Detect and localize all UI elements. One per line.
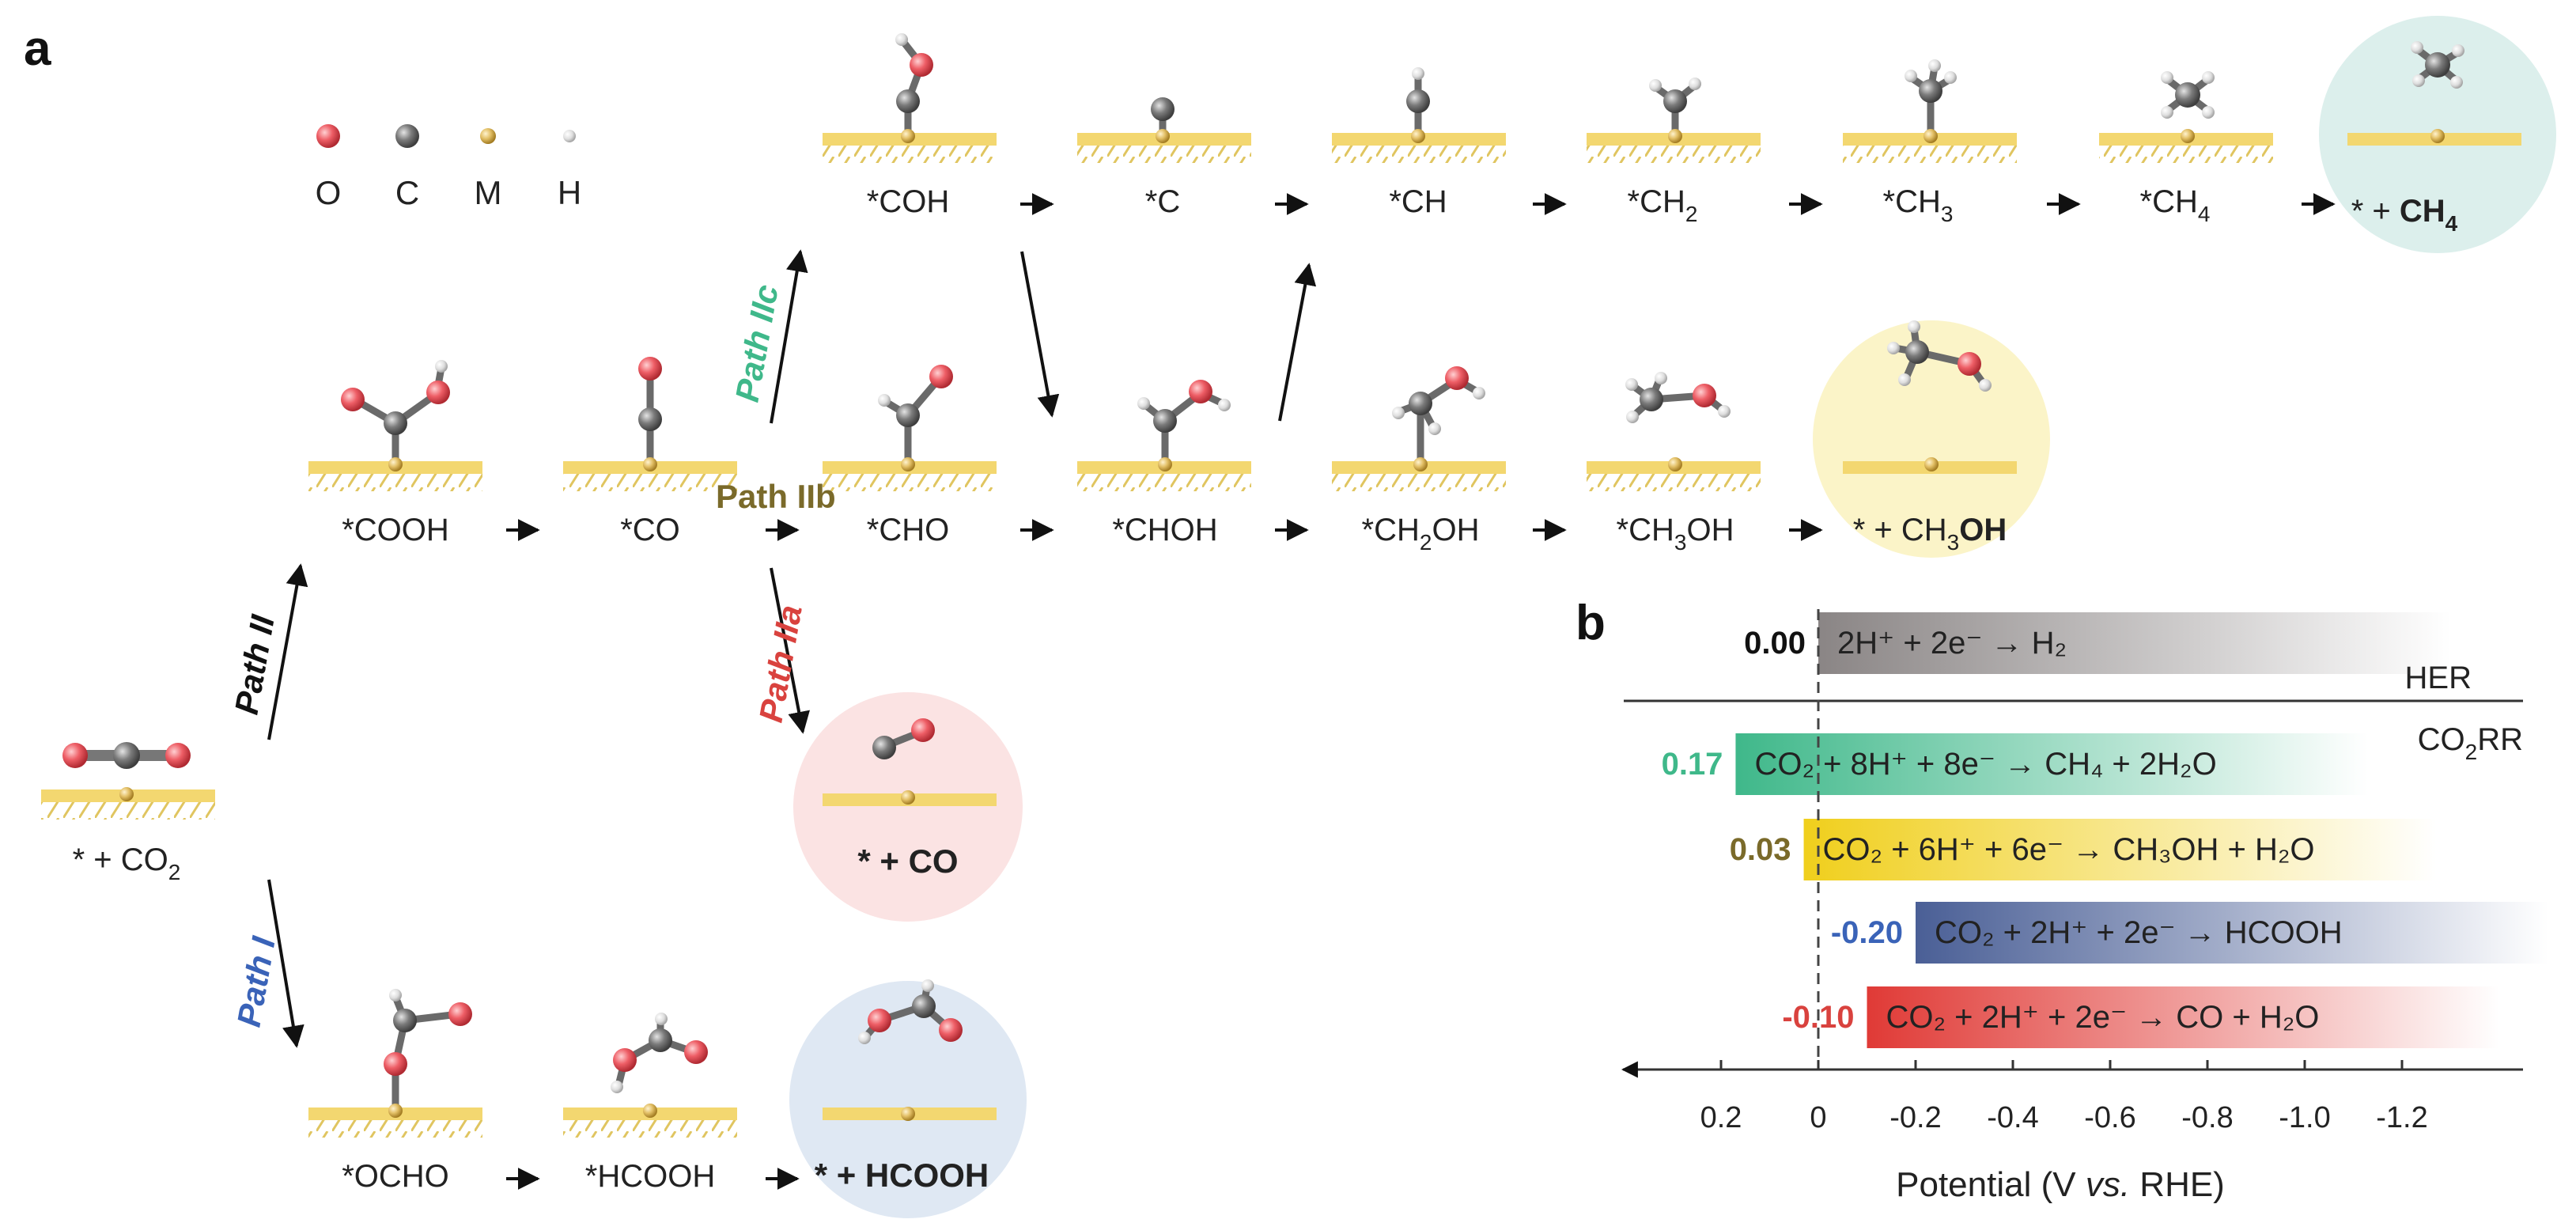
path-iia-label: Path IIa (752, 602, 809, 725)
label-c: *C (1145, 184, 1180, 219)
reaction-bar (1916, 902, 2548, 964)
reaction-equation: CO₂ + 6H⁺ + 6e⁻ → CH₃OH + H₂O (1823, 832, 2315, 867)
legend-M: M (475, 174, 502, 211)
co-product-glow (793, 692, 1023, 922)
x-tick-label: -0.6 (2084, 1101, 2135, 1134)
label-ch4: *CH4 (2140, 184, 2211, 226)
label-co2-start: * + CO2 (73, 842, 181, 884)
reaction-bar (1735, 733, 2369, 795)
mol-ch (1406, 67, 1430, 143)
label-hcooh: *HCOOH (585, 1159, 715, 1194)
arrow-path-iia (770, 567, 810, 734)
mol-c (1151, 97, 1175, 143)
mol-cho (878, 365, 953, 471)
molecules (62, 33, 2464, 1121)
x-tick-label: 0 (1810, 1101, 1826, 1134)
surface-hcooh (563, 1108, 737, 1138)
surface-ch (1332, 133, 1506, 163)
species-labels: *COH *C *CH *CH2 *CH3 *CH4 * + CH4 *COOH… (73, 184, 2458, 1194)
panel-b-letter: b (1575, 596, 1606, 650)
co2rr-label: CO2RR (2418, 722, 2523, 764)
mol-ch2 (1649, 78, 1701, 143)
mol-ch3oh-free (1887, 320, 1992, 471)
mol-ocho (384, 989, 472, 1118)
reaction-bar (1803, 819, 2437, 880)
reaction-equation: CO₂ + 2H⁺ + 2e⁻ → HCOOH (1935, 915, 2343, 950)
mol-ch4 (2161, 71, 2215, 143)
reaction-equation: CO₂ + 2H⁺ + 2e⁻ → CO + H₂O (1886, 1000, 2320, 1035)
label-co: *CO (620, 513, 680, 547)
label-ch2oh: *CH2OH (1362, 513, 1480, 555)
x-tick-label: -0.8 (2181, 1101, 2233, 1134)
axis-title: Potential (V vs. RHE) (1896, 1165, 2225, 1204)
arrow-path-ii (267, 563, 308, 740)
mol-co (638, 357, 662, 471)
mol-ch4-free (2411, 41, 2464, 143)
x-tick-label: -1.0 (2279, 1101, 2330, 1134)
legend-O: O (316, 174, 342, 211)
label-ch3oh-product: * + CH3OH (1853, 513, 2007, 555)
mol-ch3oh (1625, 372, 1731, 471)
surface-cooh (308, 461, 482, 491)
path-iib-label: Path IIb (716, 478, 836, 515)
mol-hcooh-free (858, 979, 963, 1121)
mol-hcooh (611, 1013, 708, 1118)
label-cooh: *COOH (342, 513, 449, 547)
mol-choh (1137, 380, 1231, 471)
arrow-choh-ch (1278, 263, 1317, 422)
reaction-potential-value: 0.03 (1730, 832, 1791, 867)
mol-ch3 (1905, 59, 1957, 143)
oxygen-atom-icon (316, 124, 340, 148)
hydrogen-atom-icon (563, 130, 576, 142)
legend-C: C (395, 174, 419, 211)
reaction-equation: CO₂ + 8H⁺ + 8e⁻ → CH₄ + 2H₂O (1754, 747, 2216, 782)
legend-H: H (558, 174, 581, 211)
reaction-bar (1818, 612, 2451, 674)
label-cho: *CHO (867, 513, 949, 547)
label-coh: *COH (867, 184, 949, 219)
reaction-potential-value: 0.00 (1744, 626, 1806, 661)
arrow-path-iic (770, 249, 808, 424)
axis-ticks: 0.2 0 -0.2 -0.4 -0.6 -0.8 -1.0 -1.2 (1700, 1060, 2428, 1134)
hcooh-product-glow (789, 981, 1027, 1218)
label-ch: *CH (1389, 184, 1447, 219)
x-tick-label: 0.2 (1700, 1101, 1742, 1134)
reaction-bar (1867, 986, 2500, 1048)
label-ocho: *OCHO (342, 1159, 449, 1194)
reaction-arrows (267, 193, 2336, 1190)
mol-co-free (872, 718, 935, 805)
label-ch3oh: *CH3OH (1617, 513, 1734, 555)
mol-cooh (341, 360, 450, 471)
reaction-potential-value: -0.20 (1831, 915, 1903, 950)
label-hcooh-product: * + HCOOH (815, 1157, 989, 1194)
reaction-potential-value: 0.17 (1662, 747, 1723, 782)
x-tick-label: -0.4 (1987, 1101, 2038, 1134)
mol-ch2oh (1392, 366, 1485, 471)
label-ch4-product: * + CH4 (2351, 194, 2458, 236)
panel-a-letter: a (24, 21, 51, 76)
label-choh: *CHOH (1112, 513, 1217, 547)
label-ch2: *CH2 (1628, 184, 1698, 226)
arrow-path-i (267, 879, 305, 1048)
x-tick-label: -0.2 (1889, 1101, 1941, 1134)
x-tick-label: -1.2 (2376, 1101, 2427, 1134)
path-labels: Path II Path I Path IIc Path IIa Path II… (228, 282, 836, 1029)
carbon-atom-icon (395, 124, 419, 148)
ch3oh-product-glow (1813, 320, 2050, 558)
arrow-coh-choh (1020, 251, 1060, 418)
path-i-label: Path I (230, 933, 282, 1029)
reaction-equation: 2H⁺ + 2e⁻ → H₂ (1837, 626, 2067, 661)
metal-atom-icon (480, 128, 496, 144)
atom-legend: O C M H (316, 124, 581, 211)
label-co-product: * + CO (857, 842, 958, 880)
mol-coh (895, 33, 933, 143)
path-ii-label: Path II (228, 612, 282, 718)
mol-co2-start (62, 742, 191, 801)
label-ch3: *CH3 (1883, 184, 1954, 226)
reaction-bars: 0.00 2H⁺ + 2e⁻ → H₂ 0.17 CO₂ + 8H⁺ + 8e⁻ → … (1662, 612, 2548, 1048)
